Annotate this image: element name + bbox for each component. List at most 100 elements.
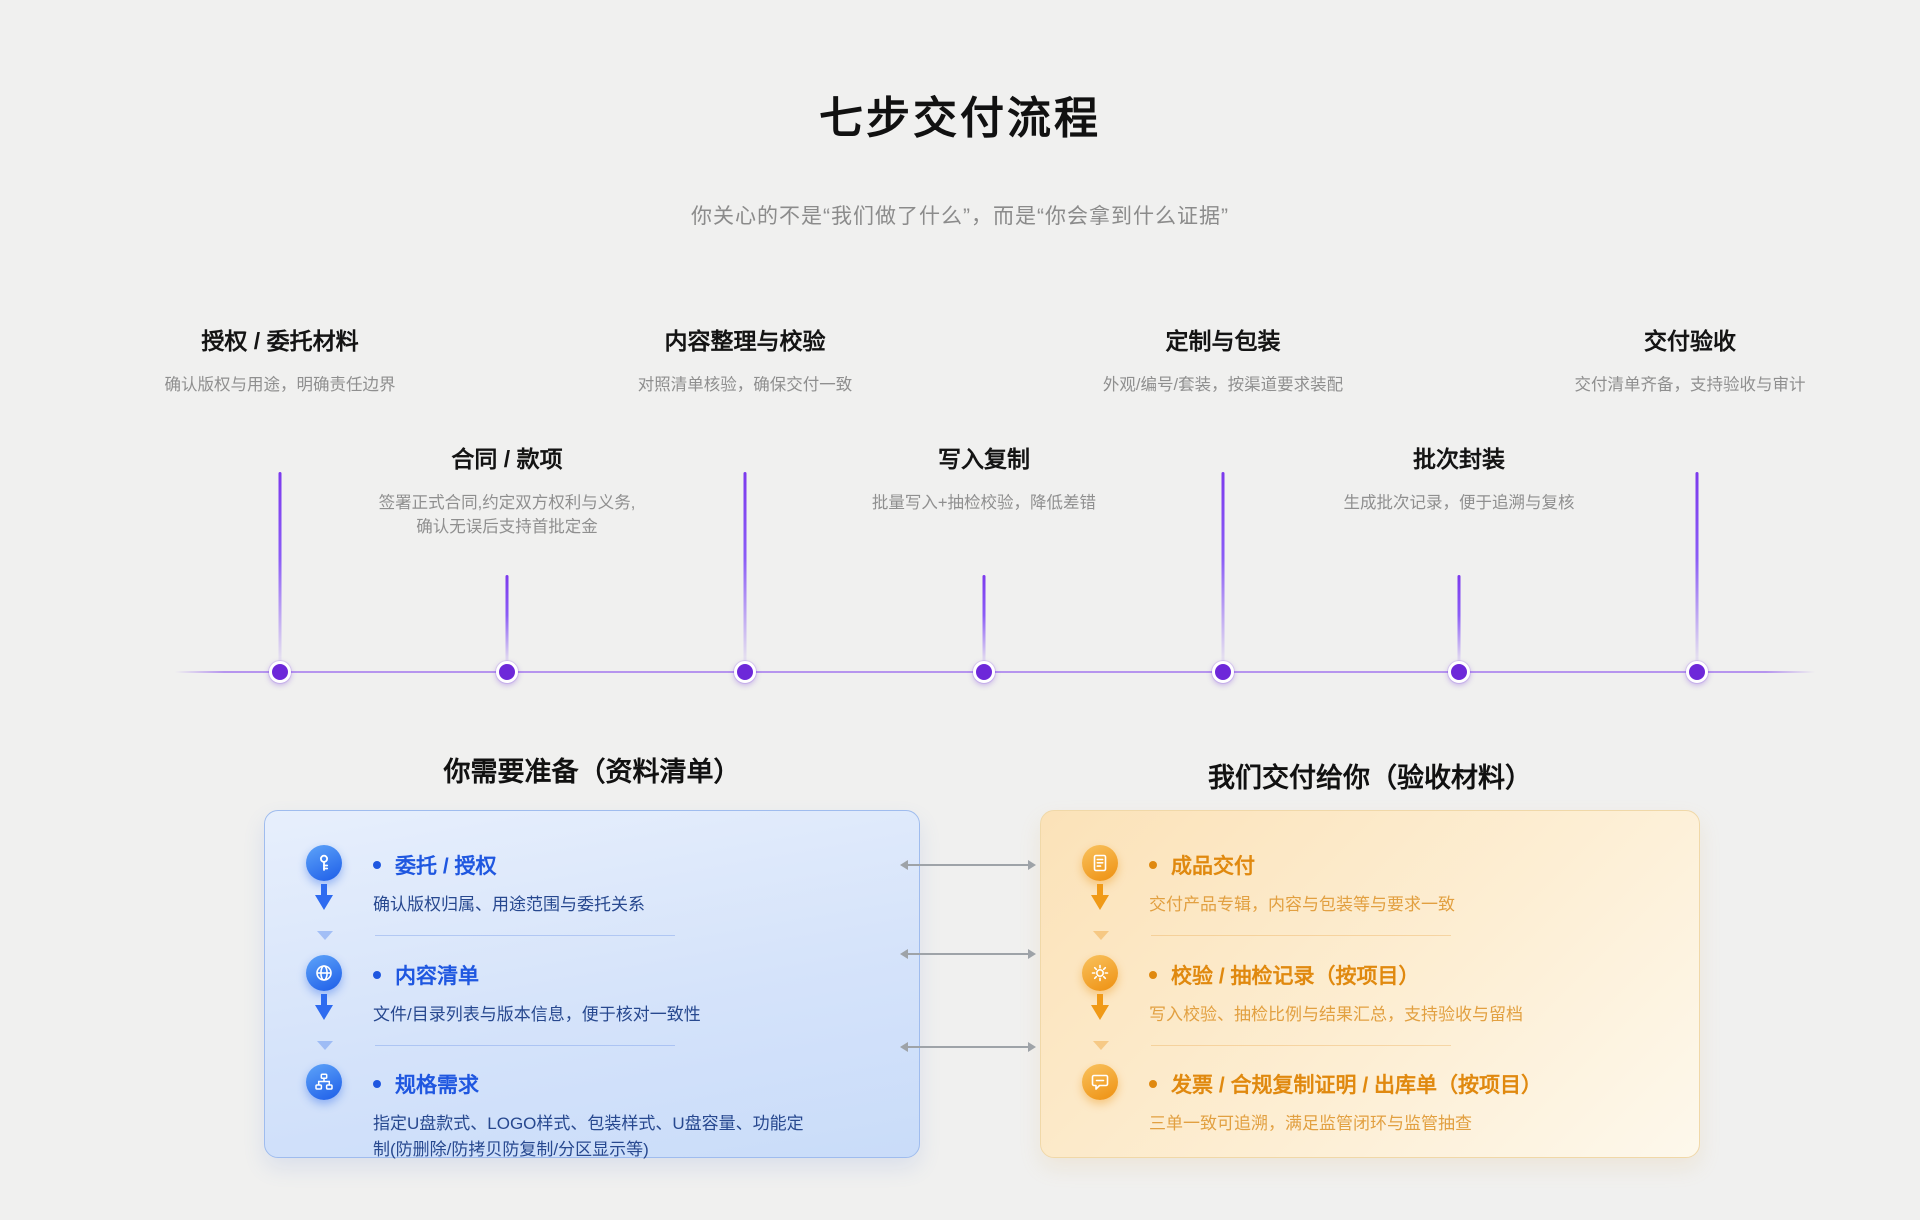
item-desc: 指定U盘款式、LOGO样式、包装样式、U盘容量、功能定制(防删除/防拷贝防复制/… [373,1114,804,1159]
timeline-step-4: 写入复制 批量写入+抽检校验，降低差错 [804,440,1164,516]
caret-down-icon [1093,931,1109,940]
connector-arrow [900,1042,1036,1052]
timeline-stem [743,472,747,664]
step-title: 内容整理与校验 [664,328,826,354]
timeline-dot [269,661,291,683]
divider-line [375,935,675,936]
item-content: 校验 / 抽检记录（按项目） 写入校验、抽检比例与结果汇总，支持验收与留档 [1149,955,1663,1028]
caret-down-icon [317,931,333,940]
timeline-step-2: 合同 / 款项 签署正式合同,约定双方权利与义务,确认无误后支持首批定金 [327,440,687,540]
item-desc: 三单一致可追溯，满足监管闭环与监管抽查 [1149,1114,1472,1133]
down-arrow-icon [315,993,333,1020]
timeline-stem [1695,472,1699,664]
timeline-step-1: 授权 / 委托材料 确认版权与用途，明确责任边界 [100,322,460,398]
item-title: 成品交付 [1149,850,1663,880]
step-desc: 确认版权与用途，明确责任边界 [164,376,396,394]
sitemap-icon [306,1064,342,1100]
item-content: 内容清单 文件/目录列表与版本信息，便于核对一致性 [373,955,883,1028]
item-content: 成品交付 交付产品专辑，内容与包装等与要求一致 [1149,845,1663,918]
deliver-panel: 成品交付 交付产品专辑，内容与包装等与要求一致 校验 / 抽检记录（按项目） 写… [1040,810,1700,1158]
item-title: 委托 / 授权 [373,850,883,880]
down-arrow-icon [1091,884,1109,910]
divider-line [1151,1044,1451,1046]
item-bullet [373,861,381,869]
connector-arrow [900,860,1036,870]
caret-down-icon [317,1040,333,1050]
item-bullet [373,970,381,979]
item-desc: 交付产品专辑，内容与包装等与要求一致 [1149,895,1455,914]
step-desc: 批量写入+抽检校验，降低差错 [871,494,1097,512]
timeline-step-5: 定制与包装 外观/编号/套装，按渠道要求装配 [1043,322,1403,398]
item-pin [1071,954,1129,1028]
item-title: 内容清单 [373,960,883,990]
step-title: 授权 / 委托材料 [201,328,359,354]
caret-down-icon [1093,1040,1109,1050]
item-content: 发票 / 合规复制证明 / 出库单（按项目） 三单一致可追溯，满足监管闭环与监管… [1149,1064,1663,1137]
item-pin [1071,845,1129,918]
item-pin [295,1064,353,1162]
item-title-text: 校验 / 抽检记录（按项目） [1171,964,1420,988]
timeline-stem [1457,575,1461,664]
item-title-text: 内容清单 [395,964,479,988]
step-desc: 生成批次记录，便于追溯与复核 [1343,494,1575,512]
item-bullet [1149,861,1157,869]
pen-key-icon [306,845,342,881]
item-bullet [1149,970,1157,979]
step-desc: 交付清单齐备，支持验收与审计 [1574,376,1806,394]
down-arrow-icon [1091,993,1109,1020]
document-icon [1082,845,1118,881]
globe-icon [306,954,342,991]
timeline-dot [1212,661,1234,683]
item-desc: 写入校验、抽检比例与结果汇总，支持验收与留档 [1149,1004,1523,1024]
step-title: 批次封装 [1413,446,1505,472]
timeline-step-7: 交付验收 交付清单齐备，支持验收与审计 [1510,322,1870,398]
step-desc: 对照清单核验，确保交付一致 [637,376,853,394]
step-title: 交付验收 [1644,328,1736,354]
step-desc: 外观/编号/套装，按渠道要求装配 [1102,376,1344,394]
step-title: 合同 / 款项 [451,446,563,472]
item-content: 委托 / 授权 确认版权归属、用途范围与委托关系 [373,845,883,918]
timeline-stem [505,575,509,664]
item-title-text: 委托 / 授权 [395,855,497,878]
chat-bubble-icon [1082,1064,1118,1100]
step-title: 定制与包装 [1165,328,1281,354]
timeline-dot [1686,661,1708,683]
item-title: 规格需求 [373,1069,883,1099]
timeline-step-3: 内容整理与校验 对照清单核验，确保交付一致 [565,322,925,398]
timeline-step-6: 批次封装 生成批次记录，便于追溯与复核 [1279,440,1639,516]
list-item: 内容清单 文件/目录列表与版本信息，便于核对一致性 [295,954,883,1028]
deliver-header: 我们交付给你（验收材料） [1208,763,1532,793]
page-subtitle: 你关心的不是“我们做了什么”，而是“你会拿到什么证据” [691,205,1229,228]
item-bullet [373,1080,381,1088]
timeline-stem [982,575,986,664]
list-item: 委托 / 授权 确认版权归属、用途范围与委托关系 [295,845,883,918]
timeline-dot [496,661,518,683]
step-title: 写入复制 [938,446,1030,472]
item-title-text: 规格需求 [395,1074,479,1097]
timeline-dot [973,661,995,683]
timeline-line [175,671,1815,673]
divider [1071,931,1663,941]
list-item: 发票 / 合规复制证明 / 出库单（按项目） 三单一致可追溯，满足监管闭环与监管… [1071,1064,1663,1137]
item-pin [295,954,353,1028]
list-item: 成品交付 交付产品专辑，内容与包装等与要求一致 [1071,845,1663,918]
divider [295,931,883,941]
page-title: 七步交付流程 [819,94,1101,143]
gear-icon [1082,954,1118,991]
item-title-text: 发票 / 合规复制证明 / 出库单（按项目） [1171,1074,1543,1097]
timeline-dot [734,661,756,683]
connector-arrow [900,949,1036,959]
prepare-header: 你需要准备（资料清单） [443,757,741,787]
item-title: 发票 / 合规复制证明 / 出库单（按项目） [1149,1069,1663,1099]
down-arrow-icon [315,884,333,910]
timeline-stem [1221,472,1225,664]
step-desc: 签署正式合同,约定双方权利与义务,确认无误后支持首批定金 [378,494,636,536]
item-pin [295,845,353,918]
list-item: 校验 / 抽检记录（按项目） 写入校验、抽检比例与结果汇总，支持验收与留档 [1071,954,1663,1028]
item-desc: 文件/目录列表与版本信息，便于核对一致性 [373,1004,701,1024]
item-content: 规格需求 指定U盘款式、LOGO样式、包装样式、U盘容量、功能定制(防删除/防拷… [373,1064,883,1162]
divider-line [1151,935,1451,936]
prepare-panel: 委托 / 授权 确认版权归属、用途范围与委托关系 内容清单 文件/目录列表与版本… [264,810,920,1159]
timeline-stem [278,472,282,664]
divider [1071,1040,1663,1050]
